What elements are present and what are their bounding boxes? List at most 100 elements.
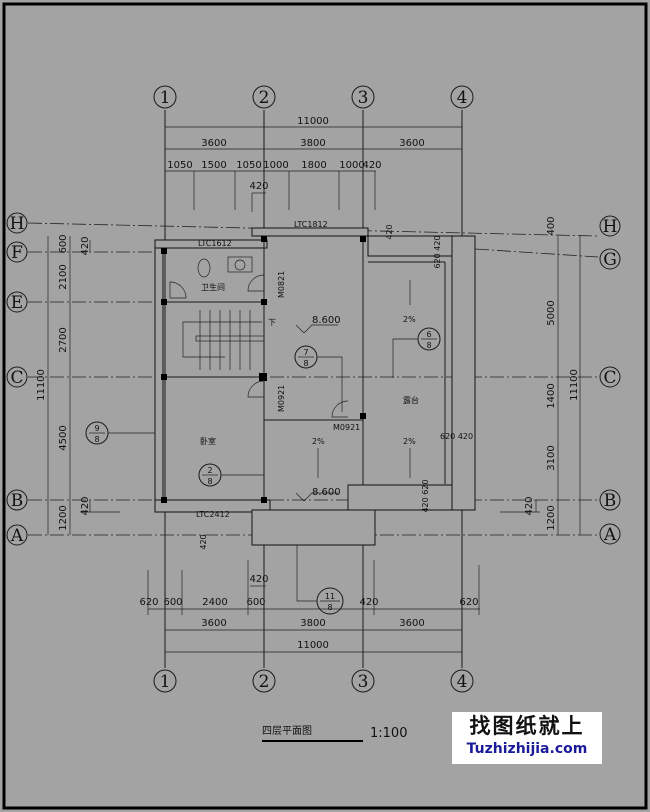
svg-text:420: 420: [359, 597, 378, 608]
svg-text:11100: 11100: [36, 369, 47, 401]
svg-text:600: 600: [246, 597, 265, 608]
svg-text:A: A: [10, 526, 24, 546]
svg-text:420: 420: [80, 236, 91, 255]
slope-marks: 2% 2% 2% 2%: [312, 280, 416, 478]
axis-col-3: 3 3: [351, 85, 375, 693]
right-dimensions: 11100 400 5000 1400 3100 1200 420: [500, 216, 581, 535]
svg-text:2%: 2%: [403, 437, 416, 446]
doors: M0821 M0921 M0921: [247, 271, 360, 432]
svg-text:400: 400: [546, 216, 557, 235]
axis-col-2: 2 2: [252, 85, 276, 693]
svg-text:2: 2: [259, 88, 270, 108]
callout-6-8: 68: [392, 327, 441, 378]
svg-text:11100: 11100: [569, 369, 580, 401]
svg-text:420: 420: [524, 496, 535, 515]
svg-text:2%: 2%: [312, 437, 325, 446]
misc-dimensions: 420 620 420 620 420 420 620 420: [199, 224, 473, 549]
svg-text:1400: 1400: [546, 383, 557, 408]
window-label: LTC1812: [294, 220, 328, 229]
walls: [154, 227, 476, 546]
svg-text:2: 2: [259, 672, 270, 692]
top-dimensions: 11000 3600 3800 3600 1050 1500 1050 1000…: [165, 116, 462, 212]
svg-text:1050: 1050: [167, 160, 192, 171]
svg-text:8.600: 8.600: [312, 487, 341, 498]
svg-text:620: 620: [459, 597, 478, 608]
svg-text:420: 420: [80, 496, 91, 515]
axis-col-1: 1 1: [153, 85, 177, 693]
room-label-bedroom: 卧室: [200, 436, 216, 446]
axis-rows-left: H F E C B A: [6, 212, 28, 546]
svg-text:H: H: [10, 214, 25, 234]
svg-text:A: A: [603, 525, 617, 545]
svg-text:9: 9: [94, 424, 99, 433]
svg-text:H: H: [603, 217, 618, 237]
svg-text:420: 420: [249, 181, 268, 192]
axis-col-4: 4 4: [450, 85, 474, 693]
svg-text:3600: 3600: [201, 138, 226, 149]
detail-callouts: 78 68 98 28 118: [85, 327, 441, 615]
svg-text:4500: 4500: [58, 425, 69, 450]
svg-text:G: G: [603, 250, 617, 270]
svg-text:E: E: [11, 293, 23, 313]
svg-text:B: B: [604, 491, 617, 511]
door-label: M0921: [277, 385, 286, 412]
svg-text:7: 7: [303, 348, 308, 357]
svg-text:1: 1: [160, 672, 171, 692]
svg-text:1500: 1500: [201, 160, 226, 171]
svg-text:2%: 2%: [403, 315, 416, 324]
svg-text:8: 8: [303, 359, 308, 368]
svg-text:420: 420: [249, 574, 268, 585]
svg-text:2: 2: [207, 466, 212, 475]
room-label-terrace: 露台: [403, 395, 419, 405]
svg-text:3600: 3600: [399, 138, 424, 149]
svg-text:4: 4: [457, 88, 468, 108]
svg-text:2400: 2400: [202, 597, 227, 608]
svg-text:四层平面图: 四层平面图: [262, 725, 312, 737]
window-label: LTC1612: [198, 239, 232, 248]
left-dimensions: 11100 600 2100 2700 4500 1200 420 420: [36, 234, 120, 535]
svg-text:5000: 5000: [546, 300, 557, 325]
svg-text:B: B: [11, 491, 24, 511]
axis-bubbles: 1 1 2 2 3 3 4 4 H F E C B A H G C B A: [6, 85, 621, 693]
svg-text:1200: 1200: [546, 505, 557, 530]
callout-9-8: 98: [85, 421, 155, 445]
svg-text:1000: 1000: [263, 160, 288, 171]
svg-text:600: 600: [163, 597, 182, 608]
svg-text:1:100: 1:100: [370, 726, 407, 741]
svg-text:F: F: [11, 243, 23, 263]
svg-text:8: 8: [426, 341, 431, 350]
callout-7-8: 78: [294, 345, 343, 412]
windows: LTC1812 LTC1612 LTC2412: [196, 220, 328, 519]
svg-text:3: 3: [358, 88, 369, 108]
callout-2-8: 28: [198, 463, 264, 487]
svg-text:11000: 11000: [297, 640, 329, 651]
svg-text:1000: 1000: [339, 160, 364, 171]
svg-text:3: 3: [358, 672, 369, 692]
elevation-marks: 8.600 8.600: [295, 315, 341, 502]
door-label: M0821: [277, 271, 286, 298]
svg-text:6: 6: [426, 330, 431, 339]
svg-text:8: 8: [207, 477, 212, 486]
svg-text:420 620: 420 620: [421, 479, 430, 512]
svg-text:3800: 3800: [300, 618, 325, 629]
svg-text:620 420: 620 420: [433, 235, 442, 268]
room-label-bathroom: 卫生间: [201, 282, 225, 292]
drawing-title: 四层平面图 1:100: [262, 725, 407, 742]
svg-text:420: 420: [362, 160, 381, 171]
bathroom-fixtures: [169, 256, 253, 299]
svg-text:4: 4: [457, 672, 468, 692]
stair-down-label: 下: [268, 318, 276, 327]
svg-text:3100: 3100: [546, 445, 557, 470]
watermark-logo: 找图纸就上 Tuzhizhijia.com: [452, 712, 602, 764]
svg-text:C: C: [603, 368, 616, 388]
svg-text:1050: 1050: [236, 160, 261, 171]
svg-text:3600: 3600: [201, 618, 226, 629]
svg-text:1200: 1200: [58, 505, 69, 530]
svg-text:620 420: 620 420: [440, 432, 473, 441]
svg-text:3600: 3600: [399, 618, 424, 629]
door-label: M0921: [333, 423, 360, 432]
svg-text:420: 420: [385, 224, 394, 239]
svg-text:2100: 2100: [58, 264, 69, 289]
